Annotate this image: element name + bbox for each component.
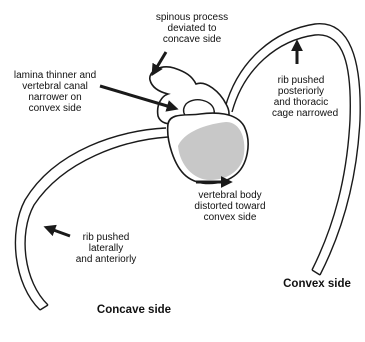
label-convex-side: Convex side [276, 278, 358, 291]
label-concave-side: Concave side [88, 304, 180, 317]
label-rib-lateral: rib pushed laterally and anteriorly [66, 232, 146, 265]
convex-rib-inner [232, 35, 350, 270]
concave-rib [15, 128, 166, 310]
concave-rib-inner [25, 137, 168, 305]
label-rib-posterior: rib pushed posteriorly and thoracic cage… [272, 75, 330, 119]
label-lamina: lamina thinner and vertebral canal narro… [6, 70, 104, 114]
label-spinous-process: spinous process deviated to concave side [150, 12, 234, 45]
label-vertebral-body: vertebral body distorted toward convex s… [188, 190, 272, 223]
